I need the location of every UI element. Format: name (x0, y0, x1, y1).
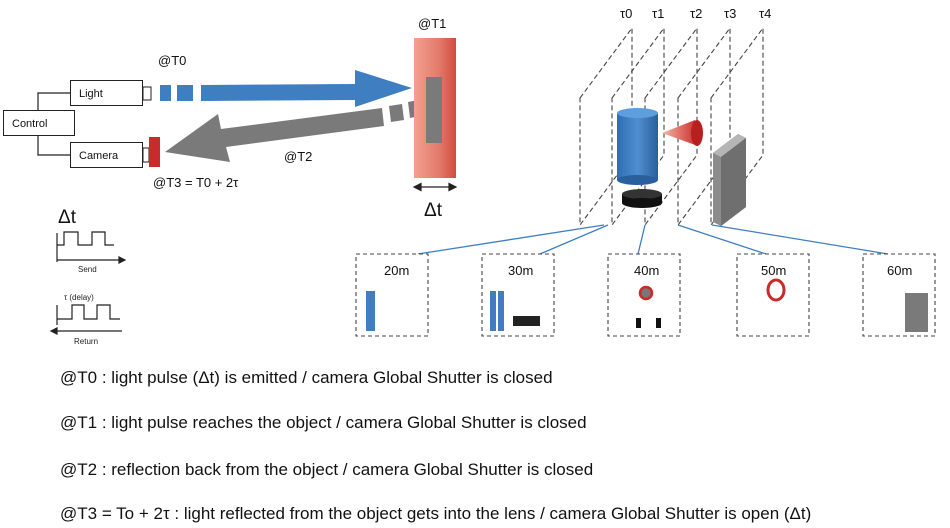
tau-label-0: τ0 (620, 6, 633, 21)
timing-return: Return (74, 337, 99, 346)
control-box: Control (3, 110, 75, 136)
slice-30m-bar-2 (498, 291, 504, 331)
distance-60m: 60m (887, 263, 913, 278)
red-cone (662, 120, 703, 146)
timing-tau-delay: τ (delay) (64, 293, 94, 302)
wall-delta-t: Δt (424, 200, 442, 221)
wall-reflection-pulse (426, 77, 442, 143)
timing-send: Send (78, 265, 97, 274)
tau-label-4: τ4 (759, 6, 772, 21)
return-waveform (49, 304, 122, 335)
slice-40m-mark-right (656, 318, 661, 328)
slice-50m-ring (766, 278, 786, 302)
light-box: Light (70, 80, 143, 106)
slice-40m-dot (638, 285, 654, 301)
marker-t1: @T1 (418, 16, 447, 31)
distance-20m: 20m (384, 263, 410, 278)
marker-t2: @T2 (284, 149, 313, 164)
send-waveform (56, 231, 127, 264)
description-t1: @T1 : light pulse reaches the object / c… (60, 413, 587, 432)
camera-box: Camera (70, 142, 143, 168)
tau-label-3: τ3 (724, 6, 737, 21)
control-connectors (37, 92, 70, 156)
slice-20m-bar (366, 291, 375, 331)
slice-connectors (417, 224, 889, 255)
tau-planes (579, 26, 764, 227)
emitted-pulse (160, 70, 412, 107)
slice-30m-bar-1 (490, 291, 496, 331)
description-t0: @T0 : light pulse (Δt) is emitted / came… (60, 368, 553, 387)
marker-t0: @T0 (158, 53, 187, 68)
camera-shutter (149, 137, 160, 167)
tau-label-2: τ2 (690, 6, 703, 21)
distance-40m: 40m (634, 263, 660, 278)
distance-50m: 50m (761, 263, 787, 278)
timing-delta-t: Δt (58, 207, 76, 228)
distance-30m: 30m (508, 263, 534, 278)
black-disk (622, 189, 662, 208)
slice-60m-block (905, 293, 928, 332)
light-lens (142, 86, 152, 101)
delta-t-arrow (412, 182, 458, 192)
camera-lens (142, 147, 150, 163)
blue-cylinder (617, 108, 658, 185)
gray-slab (713, 134, 746, 226)
slice-30m-disk (513, 316, 540, 326)
slice-40m-mark-left (636, 318, 641, 328)
marker-t3: @T3 = T0 + 2τ (153, 175, 239, 190)
description-t2: @T2 : reflection back from the object / … (60, 460, 594, 479)
tau-label-1: τ1 (652, 6, 665, 21)
description-t3: @T3 = To + 2τ : light reflected from the… (60, 504, 812, 523)
